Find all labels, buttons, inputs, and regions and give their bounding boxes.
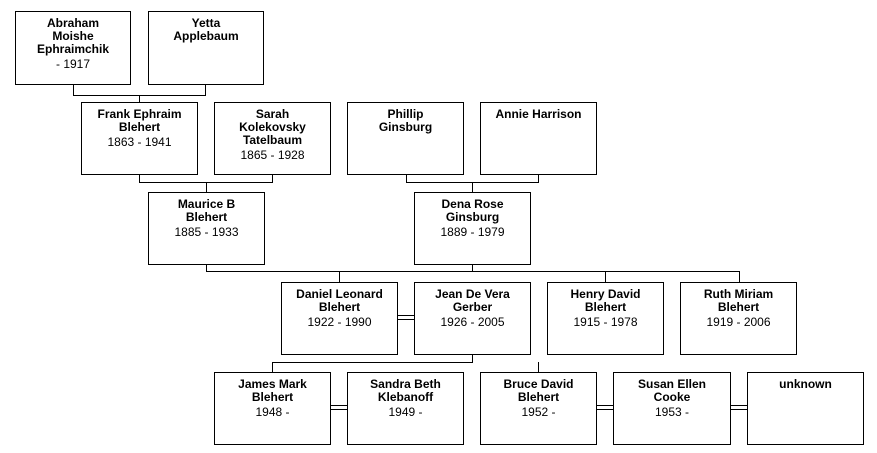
marriage-line — [397, 319, 415, 320]
person-name: Blehert — [118, 120, 161, 134]
connector-line — [406, 174, 407, 182]
person-name: Ephraimchik — [36, 42, 110, 56]
connector-line — [605, 271, 606, 282]
connector-line — [339, 271, 740, 272]
person-name: Ginsburg — [445, 210, 500, 224]
person-box-daniel: Daniel Leonard Blehert 1922 - 1990 — [281, 282, 398, 355]
person-dates: 1949 - — [388, 405, 423, 419]
person-box-jean: Jean De Vera Gerber 1926 - 2005 — [414, 282, 531, 355]
person-dates: 1919 - 2006 — [706, 315, 771, 329]
person-box-sandra: Sandra Beth Klebanoff 1949 - — [347, 372, 464, 445]
connector-line — [272, 362, 273, 372]
person-box-bruce: Bruce David Blehert 1952 - — [480, 372, 597, 445]
person-name: Kolekovsky — [239, 120, 306, 134]
connector-line — [472, 182, 473, 192]
person-box-sarah: Sarah Kolekovsky Tatelbaum 1865 - 1928 — [214, 102, 331, 175]
person-name: James Mark — [238, 377, 307, 391]
person-dates: 1915 - 1978 — [573, 315, 638, 329]
person-name: Sarah — [255, 107, 290, 121]
person-name: Moishe — [52, 29, 94, 43]
person-name: Maurice B — [177, 197, 236, 211]
person-name: Frank Ephraim — [97, 107, 182, 121]
connector-line — [139, 95, 140, 102]
connector-line — [538, 362, 539, 372]
connector-line — [73, 84, 74, 96]
person-box-henry: Henry David Blehert 1915 - 1978 — [547, 282, 664, 355]
person-name: Ruth Miriam — [703, 287, 774, 301]
person-name: Blehert — [251, 390, 294, 404]
person-name: Sandra Beth — [370, 377, 441, 391]
connector-line — [139, 174, 140, 182]
person-box-maurice: Maurice B Blehert 1885 - 1933 — [148, 192, 265, 265]
person-dates: 1863 - 1941 — [107, 135, 172, 149]
person-name: Klebanoff — [377, 390, 434, 404]
connector-line — [272, 174, 273, 182]
person-box-abraham: Abraham Moishe Ephraimchik - 1917 — [15, 11, 131, 85]
person-name: Cooke — [653, 390, 691, 404]
person-dates: - 1917 — [55, 57, 91, 71]
person-name: Blehert — [517, 390, 560, 404]
person-name: Applebaum — [173, 29, 239, 43]
person-box-unknown: unknown — [747, 372, 864, 445]
person-dates: 1865 - 1928 — [240, 148, 305, 162]
person-name: Ginsburg — [378, 120, 433, 134]
person-name: Dena Rose — [441, 197, 504, 211]
person-name: Susan Ellen — [637, 377, 707, 391]
person-box-phillip: Phillip Ginsburg — [347, 102, 464, 175]
person-name: unknown — [779, 377, 832, 391]
person-name: Blehert — [185, 210, 228, 224]
person-name: Phillip — [387, 107, 424, 121]
person-name: Blehert — [318, 300, 361, 314]
marriage-line — [597, 405, 614, 406]
person-name: Abraham — [46, 16, 99, 30]
person-dates: 1948 - — [255, 405, 290, 419]
marriage-line — [331, 405, 348, 406]
person-dates: 1922 - 1990 — [307, 315, 372, 329]
person-name: Bruce David — [503, 377, 574, 391]
person-name: Henry David — [570, 287, 641, 301]
person-box-frank: Frank Ephraim Blehert 1863 - 1941 — [81, 102, 198, 175]
marriage-line — [331, 409, 348, 410]
person-dates: 1885 - 1933 — [174, 225, 239, 239]
connector-line — [205, 84, 206, 96]
connector-line — [472, 264, 473, 272]
connector-line — [272, 362, 473, 363]
connector-line — [538, 174, 539, 182]
marriage-line — [730, 405, 748, 406]
marriage-line — [730, 409, 748, 410]
person-dates: 1952 - — [521, 405, 556, 419]
person-box-annie: Annie Harrison — [480, 102, 597, 175]
person-box-james: James Mark Blehert 1948 - — [214, 372, 331, 445]
marriage-line — [597, 409, 614, 410]
marriage-line — [397, 315, 415, 316]
person-dates: 1953 - — [654, 405, 690, 419]
connector-line — [206, 264, 207, 272]
person-name: Yetta — [191, 16, 221, 30]
person-dates: 1889 - 1979 — [440, 225, 505, 239]
person-name: Blehert — [584, 300, 627, 314]
connector-line — [206, 182, 207, 192]
person-name: Daniel Leonard — [296, 287, 383, 301]
person-box-dena: Dena Rose Ginsburg 1889 - 1979 — [414, 192, 531, 265]
person-dates: 1926 - 2005 — [440, 315, 505, 329]
person-box-susan: Susan Ellen Cooke 1953 - — [613, 372, 731, 445]
person-name: Gerber — [452, 300, 493, 314]
connector-line — [739, 271, 740, 282]
connector-line — [339, 271, 340, 282]
connector-line — [472, 354, 473, 363]
person-name: Annie Harrison — [495, 107, 582, 121]
person-name: Tatelbaum — [242, 133, 303, 147]
person-name: Jean De Vera — [435, 287, 510, 301]
person-box-yetta: Yetta Applebaum — [148, 11, 264, 85]
person-box-ruth: Ruth Miriam Blehert 1919 - 2006 — [680, 282, 797, 355]
person-name: Blehert — [717, 300, 760, 314]
